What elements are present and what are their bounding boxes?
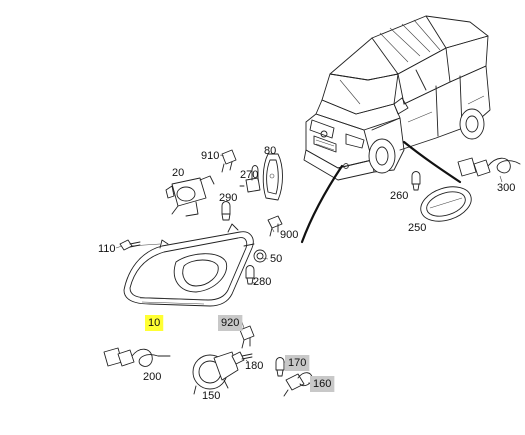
label-highlight <box>310 376 335 392</box>
part-number-label[interactable]: 300 <box>497 182 515 194</box>
callout-920[interactable]: 920 <box>218 315 243 331</box>
part-number-label[interactable]: 260 <box>390 190 408 202</box>
part-number-label[interactable]: 910 <box>201 150 219 162</box>
part-number-label[interactable]: 160 <box>313 378 331 390</box>
selected-highlight <box>145 315 164 331</box>
fog-bulb-icon <box>283 372 313 397</box>
callout-10[interactable]: 10 <box>145 315 164 331</box>
connector-plug-icon <box>221 149 237 173</box>
callout-180[interactable]: 180 <box>245 360 263 372</box>
leader-line <box>245 359 249 363</box>
small-bulb-icon <box>275 357 285 377</box>
part-number-label[interactable]: 920 <box>221 317 239 329</box>
part-number-label[interactable]: 110 <box>98 243 116 255</box>
callout-80[interactable]: 80 <box>264 145 276 157</box>
part-number-label[interactable]: 280 <box>253 276 271 288</box>
callout-250[interactable]: 250 <box>408 222 426 234</box>
callout-170[interactable]: 170 <box>285 355 310 371</box>
bolt-icon <box>119 239 141 251</box>
leader-line <box>251 281 257 285</box>
pointer-arc-headlamp <box>300 164 344 244</box>
pointer-arc-side-lamp <box>402 140 462 184</box>
callout-290[interactable]: 290 <box>219 192 237 204</box>
callout-50[interactable]: 50 <box>270 253 282 265</box>
side-repeater-lamp-icon <box>420 186 472 222</box>
fog-lamp-icon <box>192 351 239 395</box>
part-number-label[interactable]: 270 <box>240 169 258 181</box>
leveling-motor-icon <box>165 175 215 217</box>
callout-300[interactable]: 300 <box>497 182 515 194</box>
part-number-label[interactable]: 290 <box>219 192 237 204</box>
callout-150[interactable]: 150 <box>202 390 220 402</box>
callout-200[interactable]: 200 <box>143 371 161 383</box>
bulb-socket-panel-icon <box>262 153 283 201</box>
bolt-icon <box>231 351 253 365</box>
leader-line <box>261 257 269 260</box>
label-highlight <box>285 355 310 371</box>
small-bulb-icon <box>221 201 231 221</box>
leader-line <box>219 154 225 157</box>
part-number-label[interactable]: 150 <box>202 390 220 402</box>
part-number-label[interactable]: 80 <box>264 145 276 157</box>
callout-110[interactable]: 110 <box>98 243 116 255</box>
part-number-label[interactable]: 170 <box>288 357 306 369</box>
wiring-harness-icon <box>103 347 171 367</box>
callout-160[interactable]: 160 <box>310 376 335 392</box>
leader-line <box>271 227 275 233</box>
clip-icon <box>267 215 283 237</box>
part-number-label[interactable]: 10 <box>148 317 160 329</box>
callout-900[interactable]: 900 <box>280 229 298 241</box>
callout-20[interactable]: 20 <box>172 167 184 179</box>
callout-270[interactable]: 270 <box>240 169 258 181</box>
small-bulb-icon <box>411 171 421 191</box>
leader-line <box>499 175 503 183</box>
van-illustration <box>303 15 491 181</box>
connector-harness-icon <box>457 157 521 177</box>
part-number-label[interactable]: 200 <box>143 371 161 383</box>
callout-260[interactable]: 260 <box>390 190 408 202</box>
label-highlight <box>218 315 243 331</box>
part-number-label[interactable]: 180 <box>245 360 263 372</box>
clip-icon <box>239 325 255 349</box>
part-number-label[interactable]: 20 <box>172 167 184 179</box>
halogen-bulb-icon <box>239 165 261 193</box>
leader-line <box>115 245 123 249</box>
bulb-icon <box>245 265 255 285</box>
part-number-label[interactable]: 250 <box>408 222 426 234</box>
callout-910[interactable]: 910 <box>201 150 219 162</box>
headlamp-assembly-icon <box>123 223 255 307</box>
cap-icon <box>253 249 267 263</box>
part-number-label[interactable]: 900 <box>280 229 298 241</box>
part-number-label[interactable]: 50 <box>270 253 282 265</box>
callout-280[interactable]: 280 <box>253 276 271 288</box>
